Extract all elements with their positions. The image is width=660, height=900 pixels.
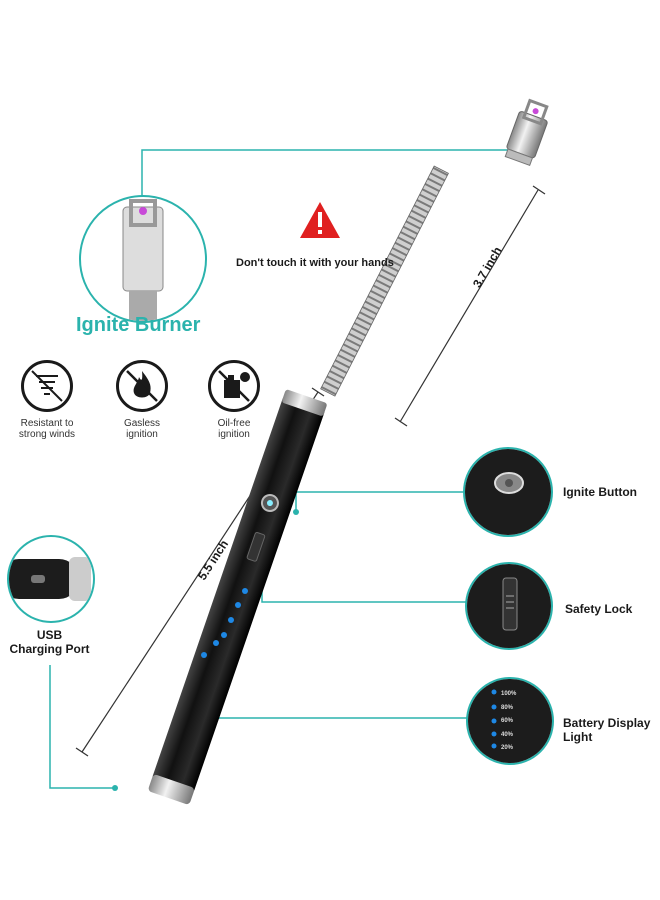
lighter-body [148, 389, 327, 805]
warning-text: Don't touch it with your hands [236, 257, 394, 269]
feature-label-winds: Resistant to strong winds [18, 418, 76, 440]
warning-triangle-icon [300, 202, 340, 238]
ignite-button-label: Ignite Button [563, 485, 637, 499]
battery-level-60: 60% [501, 718, 514, 724]
battery-level-100: 100% [501, 691, 517, 697]
feature-label-gasless: Gasless ignition [123, 418, 161, 440]
ignite-burner-line [141, 149, 512, 200]
wind-icon [21, 360, 73, 412]
feature-label-oil-free: Oil-free ignition [217, 418, 251, 440]
usb-line [49, 665, 115, 789]
battery-display-detail: 100% 80% 60% 40% 20% [466, 677, 554, 765]
usb-label: USB Charging Port [9, 628, 90, 656]
flame-icon [116, 360, 168, 412]
flex-neck [320, 165, 449, 397]
safety-lock-label: Safety Lock [565, 602, 633, 616]
burner-closeup [122, 199, 164, 321]
battery-display-label: Battery Display Light [563, 716, 651, 744]
battery-level-40: 40% [501, 731, 514, 738]
battery-level-list: 100% 80% 60% 40% 20% [501, 688, 516, 756]
ignite-burner-label: Ignite Burner [76, 314, 201, 336]
battery-leds [201, 588, 248, 658]
lighter-head [504, 98, 549, 167]
battery-level-20: 20% [501, 745, 514, 751]
ignite-button-detail [463, 447, 553, 537]
battery-line [217, 648, 468, 719]
ignite-button-line [295, 491, 465, 512]
oil-can-icon [208, 360, 260, 412]
battery-level-80: 80% [501, 704, 514, 711]
safety-lock-line [261, 565, 468, 603]
ignite-burner-detail [79, 195, 207, 323]
usb-port-detail [7, 535, 95, 623]
safety-lock-detail [465, 562, 553, 650]
